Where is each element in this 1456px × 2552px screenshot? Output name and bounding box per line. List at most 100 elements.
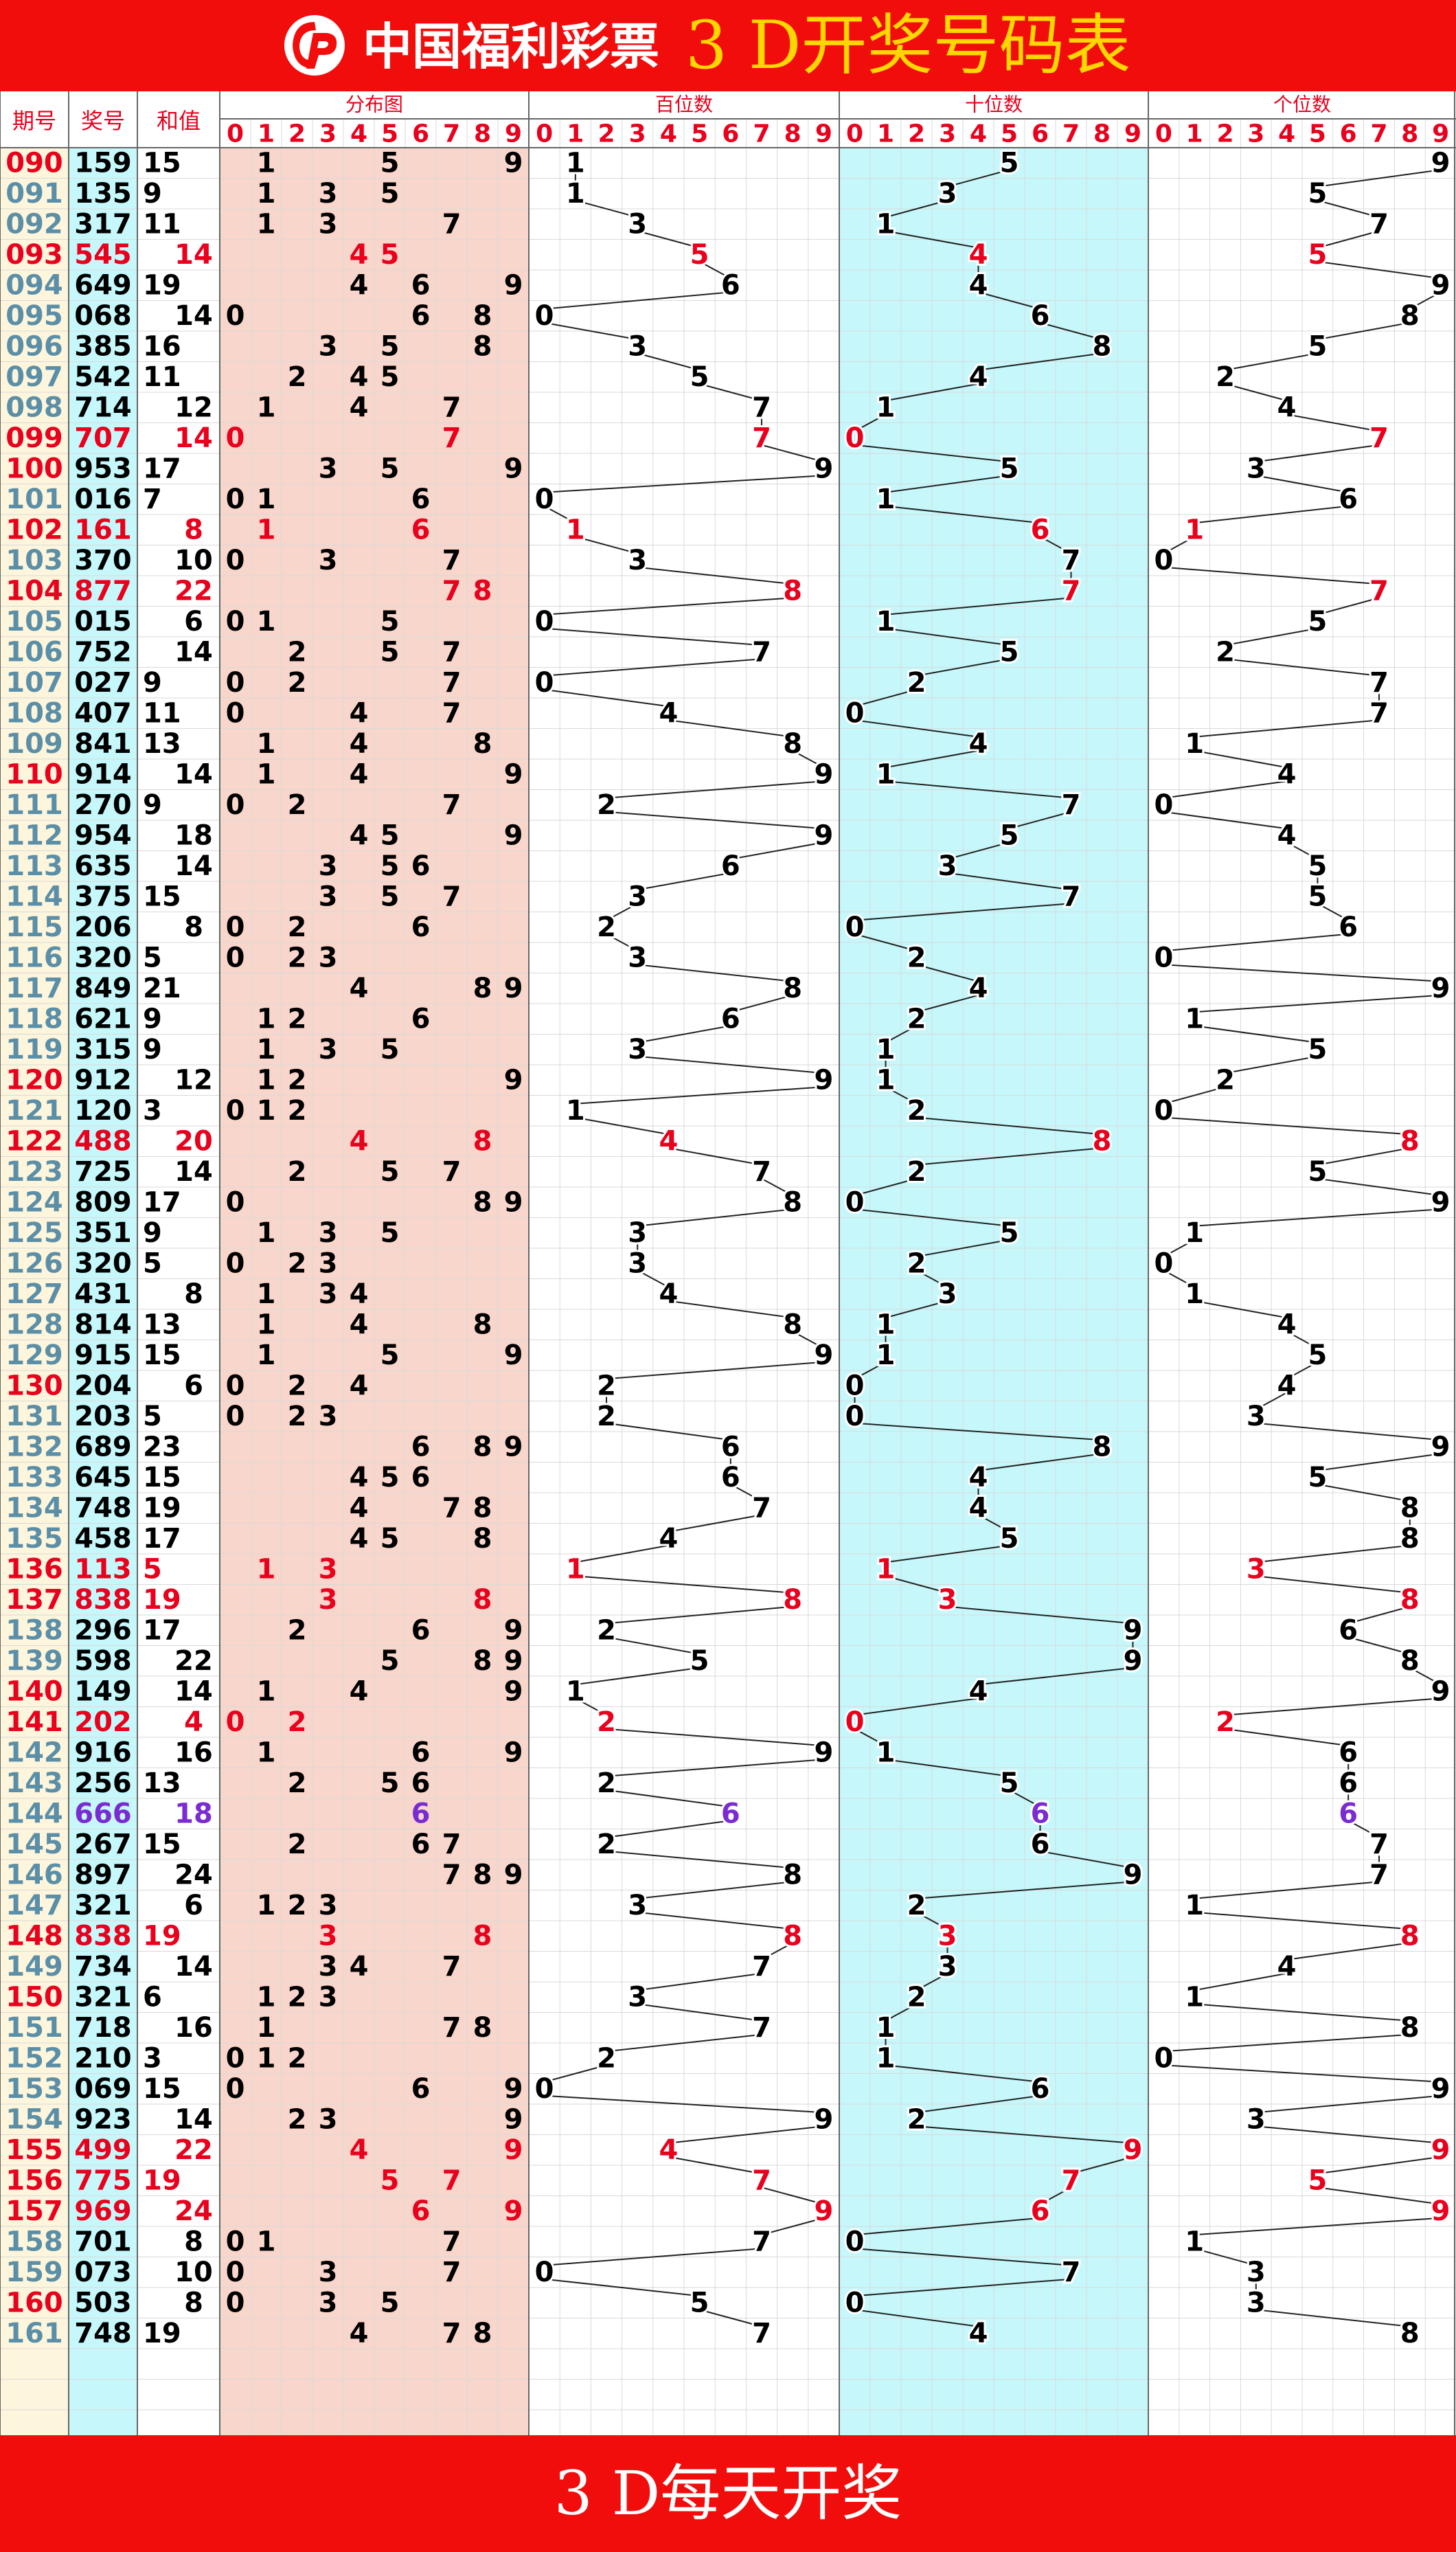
brand-name: 中国福利彩票	[363, 18, 660, 76]
header-digit-tens: 1	[877, 120, 894, 148]
sum-cell: 14	[174, 2103, 213, 2135]
sum-cell: 10	[174, 545, 213, 576]
distribution-digit: 2	[288, 1156, 307, 1188]
digit-mark-hundreds: 8	[783, 1584, 802, 1616]
distribution-digit: 5	[380, 1340, 400, 1371]
header-sum: 和值	[157, 108, 201, 134]
period-cell: 160	[5, 2287, 63, 2318]
sum-cell: 6	[143, 1981, 162, 2013]
trend-segment-units	[1317, 1177, 1441, 1197]
trend-segment-tens	[854, 903, 1071, 921]
digit-mark-tens: 5	[1000, 453, 1019, 484]
trend-segment-hundreds	[668, 719, 793, 738]
digit-mark-tens: 4	[969, 1675, 988, 1707]
number-cell: 256	[74, 1768, 132, 1799]
sum-cell: 21	[143, 973, 181, 1004]
digit-mark-hundreds: 2	[597, 1614, 616, 1646]
distribution-digit: 4	[350, 728, 369, 760]
digit-mark-tens: 7	[1062, 2257, 1081, 2288]
trend-segment-units	[1163, 1116, 1410, 1136]
digit-mark-tens: 1	[876, 208, 896, 240]
trend-segment-hundreds	[606, 1789, 731, 1808]
header-hundreds: 百位数	[655, 93, 713, 116]
distribution-digit: 1	[257, 728, 276, 760]
trend-segment-units	[1317, 169, 1441, 188]
distribution-digit: 4	[350, 1492, 369, 1524]
digit-mark-tens: 7	[1062, 881, 1081, 912]
digit-mark-units: 5	[1308, 239, 1327, 271]
distribution-digit: 8	[473, 2012, 492, 2044]
digit-mark-hundreds: 3	[628, 942, 647, 973]
distribution-digit: 9	[504, 820, 523, 851]
distribution-digit: 2	[288, 1614, 307, 1646]
digit-mark-units: 4	[1277, 758, 1297, 790]
digit-mark-hundreds: 6	[721, 1798, 740, 1829]
digit-mark-tens: 3	[938, 850, 957, 882]
trend-segment-tens	[854, 2248, 1071, 2266]
number-cell: 775	[74, 2165, 132, 2196]
header-tens: 十位数	[965, 93, 1023, 116]
trend-segment-units	[1163, 566, 1380, 585]
distribution-digit: 1	[257, 1309, 276, 1340]
digit-mark-units: 3	[1247, 2287, 1266, 2318]
trend-segment-hundreds	[637, 566, 793, 585]
trend-segment-units	[1409, 1667, 1442, 1686]
distribution-digit: 3	[319, 1278, 338, 1310]
number-cell: 969	[74, 2195, 132, 2227]
trend-segment-units	[1163, 933, 1349, 952]
trend-segment-units	[1163, 2033, 1410, 2053]
period-cell: 129	[5, 1340, 63, 1371]
trend-segment-hundreds	[606, 811, 824, 830]
period-cell: 131	[5, 1401, 63, 1432]
welfare-lottery-logo-icon	[284, 15, 345, 76]
trend-segment-tens	[854, 1697, 979, 1716]
trend-segment-hundreds	[544, 627, 762, 646]
distribution-digit: 7	[442, 2165, 462, 2196]
distribution-digit: 4	[350, 1523, 369, 1555]
period-cell: 130	[5, 1370, 63, 1401]
trend-segment-units	[1255, 2094, 1441, 2114]
distribution-digit: 7	[442, 1859, 462, 1890]
digit-mark-tens: 8	[1093, 1125, 1112, 1157]
period-cell: 111	[5, 789, 63, 821]
period-cell: 104	[5, 575, 63, 607]
digit-mark-units: 5	[1308, 330, 1327, 362]
distribution-digit: 5	[380, 1645, 400, 1677]
digit-mark-tens: 7	[1062, 789, 1081, 821]
distribution-digit: 3	[319, 2103, 338, 2135]
trend-segment-hundreds	[606, 1759, 824, 1777]
sum-cell: 11	[143, 208, 181, 240]
number-cell: 814	[74, 1309, 132, 1340]
distribution-digit: 6	[411, 912, 431, 943]
trend-segment-tens	[916, 2094, 1040, 2114]
digit-mark-units: 6	[1339, 1737, 1358, 1768]
trend-segment-units	[1409, 291, 1442, 310]
header-digit-units: 1	[1186, 120, 1203, 148]
trend-segment-units	[1286, 842, 1318, 860]
digit-mark-hundreds: 3	[628, 1247, 647, 1279]
sum-cell: 23	[143, 1431, 181, 1463]
digit-mark-hundreds: 3	[628, 881, 647, 912]
distribution-digit: 6	[411, 1737, 431, 1768]
digit-mark-hundreds: 9	[814, 2103, 833, 2135]
digit-mark-hundreds: 1	[566, 147, 585, 179]
distribution-digit: 6	[411, 300, 431, 332]
digit-mark-units: 4	[1277, 820, 1297, 851]
trend-segment-tens	[978, 1453, 1102, 1471]
trend-segment-tens	[854, 933, 917, 952]
distribution-digit: 1	[257, 1340, 276, 1371]
distribution-digit: 3	[319, 1890, 338, 1921]
distribution-digit: 9	[504, 1645, 523, 1677]
digit-mark-units: 0	[1154, 789, 1173, 821]
digit-mark-units: 5	[1308, 850, 1327, 882]
distribution-digit: 7	[442, 697, 462, 729]
distribution-digit: 5	[380, 636, 400, 668]
number-cell: 953	[74, 453, 132, 484]
header-digit-distribution: 0	[227, 120, 244, 148]
distribution-digit: 6	[411, 514, 431, 545]
period-cell: 094	[5, 269, 63, 301]
trend-segment-hundreds	[575, 1667, 700, 1686]
distribution-digit: 0	[226, 545, 245, 576]
digit-mark-units: 7	[1369, 1829, 1389, 1860]
